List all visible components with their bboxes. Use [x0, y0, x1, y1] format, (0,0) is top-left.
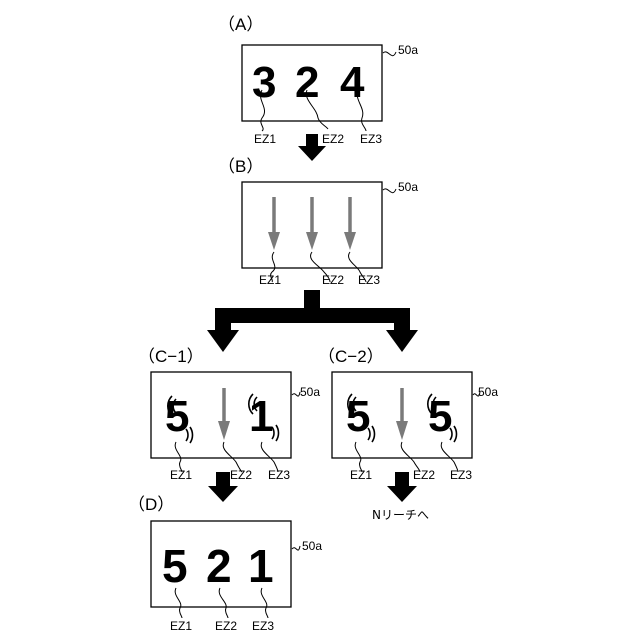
panel-a: （A） 50a 3 2 4 EZ1 EZ2 EZ3: [218, 15, 418, 146]
panel-c2-shake-right-1: [372, 426, 375, 442]
panel-c1-shake-right-1: [190, 427, 193, 443]
panel-c2-ref: 50a: [478, 385, 498, 399]
panel-c1-shake-right-3: [276, 425, 279, 441]
panel-c1-ref: 50a: [300, 385, 320, 399]
panel-b-label: （B）: [218, 157, 263, 176]
panel-b-reel-arrow-2: [306, 197, 318, 250]
panel-c1-ez3: EZ3: [268, 468, 290, 482]
panel-d-ez1: EZ1: [170, 619, 192, 633]
flow-arrow-branch: [207, 290, 418, 352]
panel-c1: （C−1） 50a 5 1 EZ1 EZ2 EZ3: [138, 347, 320, 482]
panel-c1-reel-arrow-2: [218, 388, 230, 440]
panel-b-ref: 50a: [398, 180, 418, 194]
panel-a-digit-3: 4: [340, 58, 365, 107]
panel-d-leader-1: [175, 588, 182, 618]
panel-a-ref: 50a: [398, 43, 418, 57]
panel-c2-reel-arrow-2: [396, 388, 408, 440]
panel-b-ez2: EZ2: [322, 273, 344, 287]
panel-c2-digit-2: 5: [428, 392, 452, 441]
panel-c2-ez1: EZ1: [350, 468, 372, 482]
n-reach-note: Nリーチへ: [372, 508, 429, 522]
panel-a-digit-1: 3: [252, 58, 276, 107]
panel-c2-digit-1: 5: [346, 392, 370, 441]
panel-b-ref-leader: [383, 189, 396, 193]
panel-c2-ez3: EZ3: [450, 468, 472, 482]
panel-a-ez3: EZ3: [360, 132, 382, 146]
panel-c1-digit-2: 1: [249, 392, 273, 441]
panel-a-label: （A）: [218, 15, 263, 34]
panel-a-ez2: EZ2: [322, 132, 344, 146]
panel-d-digit-3: 1: [248, 540, 274, 592]
panel-c2-ez2: EZ2: [413, 468, 435, 482]
panel-c1-ez2: EZ2: [230, 468, 252, 482]
panel-a-ez1: EZ1: [254, 132, 276, 146]
panel-a-ref-leader: [383, 52, 396, 56]
panel-c2-label: （C−2）: [318, 347, 384, 366]
panel-c1-digit-1: 5: [165, 392, 189, 441]
panel-c1-ref-leader: [292, 392, 300, 396]
panel-d-ez2: EZ2: [215, 619, 237, 633]
panel-d-ref-leader: [292, 546, 300, 550]
panel-d-leader-3: [261, 588, 268, 618]
panel-d-ref: 50a: [302, 539, 322, 553]
panel-b-reel-arrow-1: [268, 197, 280, 250]
panel-a-digit-2: 2: [295, 58, 319, 107]
panel-d-digit-2: 2: [206, 540, 232, 592]
panel-d-label: （D）: [128, 495, 174, 514]
panel-d-digit-1: 5: [162, 540, 188, 592]
panel-c1-label: （C−1）: [138, 347, 204, 366]
panel-d: （D） 50a 5 2 1 EZ1 EZ2 EZ3: [128, 495, 322, 633]
panel-b-ez3: EZ3: [358, 273, 380, 287]
panel-b-ez1: EZ1: [259, 273, 281, 287]
panel-b-reel-arrow-3: [344, 197, 356, 250]
panel-d-leader-2: [219, 588, 228, 618]
panel-c2: （C−2） 50a 5 5 EZ1 EZ2 EZ3: [318, 347, 498, 482]
panel-c1-ez1: EZ1: [170, 468, 192, 482]
panel-d-ez3: EZ3: [252, 619, 274, 633]
panel-c2-shake-right-3: [454, 426, 457, 442]
panel-b: （B） 50a EZ1 EZ2 EZ3: [218, 157, 418, 287]
